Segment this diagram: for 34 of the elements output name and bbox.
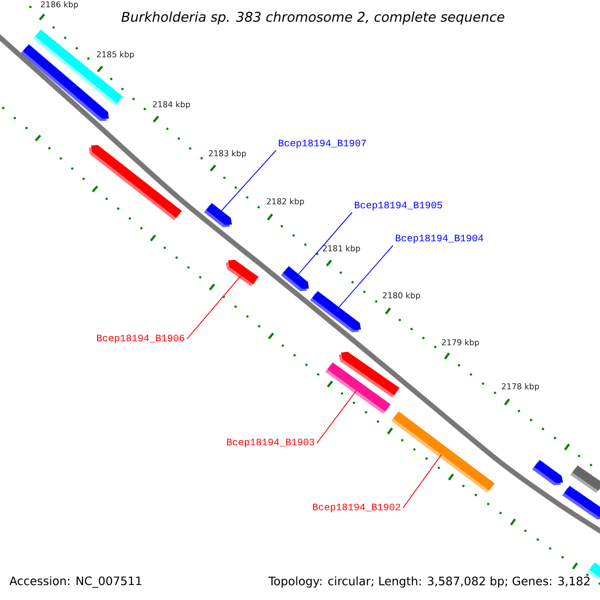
gene-label: Bcep18194_B1902 [313,504,400,512]
gene-bar [532,460,563,486]
gene-bar [325,362,391,414]
gene-bar [226,260,259,286]
gene-bar [562,486,600,520]
tick-label: 2182 kbp [266,198,304,206]
tick-label: 2181 kbp [322,245,360,253]
gene-bar [204,203,232,228]
gene-bar [310,290,361,332]
title: Burkholderia sp. 383 chromosome 2, complete sequence [121,12,504,24]
leader-line [402,454,442,508]
tick-label: 2184 kbp [152,101,190,109]
leader-line [186,275,242,340]
footer-text: Topology: circular; Length: 3,587,082 bp; Genes: 3,182 [268,576,590,588]
gene-label: Bcep18194_B1903 [227,438,314,448]
tick-label: 2186 kbp [40,1,78,9]
gene-label: Bcep18194_B1904 [396,234,484,244]
footer-text: Accession: NC_007511 [9,576,142,588]
gene-bar [570,465,600,493]
tick-label: 2178 kbp [502,383,539,391]
tick-label: 2179 kbp [442,339,479,347]
gene-bar [391,411,495,493]
gene-bar [280,266,309,292]
gene-label: Bcep18194_B1905 [354,202,442,210]
leader-line [221,150,276,212]
tick-label: 2185 kbp [96,51,134,59]
gene-label: Bcep18194_B1906 [97,334,184,344]
leader-line [298,212,352,275]
gene-label: Bcep18194_B1907 [278,140,366,148]
tick-label: 2180 kbp [382,292,420,300]
leader-line [316,390,357,444]
tick-label: 2183 kbp [208,150,246,158]
leader-line [338,245,394,308]
gene-bar [88,145,182,220]
